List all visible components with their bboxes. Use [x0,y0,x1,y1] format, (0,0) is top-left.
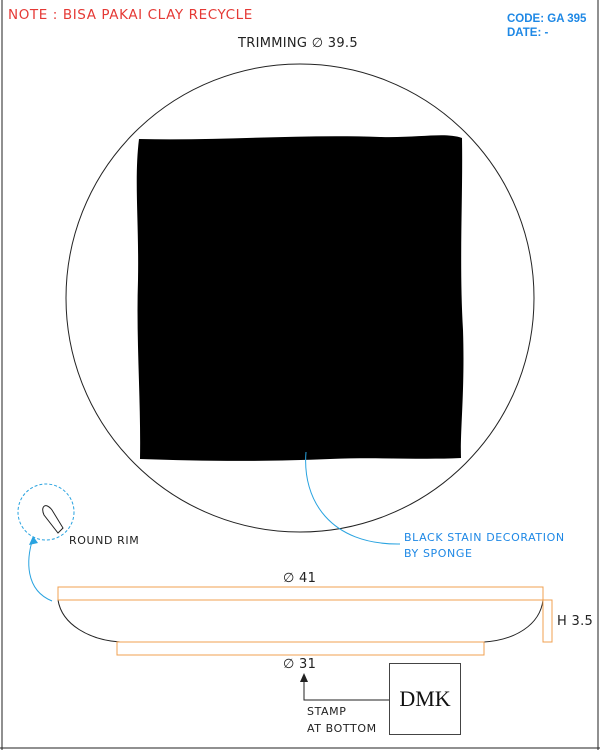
code-text: CODE: GA 395 [507,13,587,25]
rim-detail-circle [17,483,75,541]
plate-top-view-circle [65,63,535,533]
rim-leader-line [28,537,53,602]
rim-section-shape [42,505,64,534]
stamp-leader-arrow [300,673,308,682]
stamp-label-line1: STAMP [307,705,347,718]
bottom-diameter-label: ∅ 31 [283,657,317,672]
stamp-box: DMK [389,663,461,735]
plate-side-profile [57,599,544,643]
height-label: H 3.5 [557,614,594,629]
height-dimension-box [542,599,553,643]
stain-leader-line [305,451,401,545]
decoration-label-line1: BLACK STAIN DECORATION [404,531,565,544]
stamp-mark-text: DMK [399,686,451,711]
note-text: NOTE : BISA PAKAI CLAY RECYCLE [8,7,253,23]
trimming-dimension: TRIMMING ∅ 39.5 [238,36,358,51]
round-rim-label: ROUND RIM [69,534,140,547]
stamp-leader-line [303,680,389,701]
top-diameter-label: ∅ 41 [283,571,317,586]
bottom-diameter-dimension-box [116,641,485,656]
decoration-label-line2: BY SPONGE [404,547,473,560]
top-diameter-dimension-box [57,586,544,601]
rim-leader-arrow [29,536,38,545]
date-text: DATE: - [507,27,549,39]
stamp-label-line2: AT BOTTOM [307,722,377,735]
black-stain-decoration [136,135,464,461]
